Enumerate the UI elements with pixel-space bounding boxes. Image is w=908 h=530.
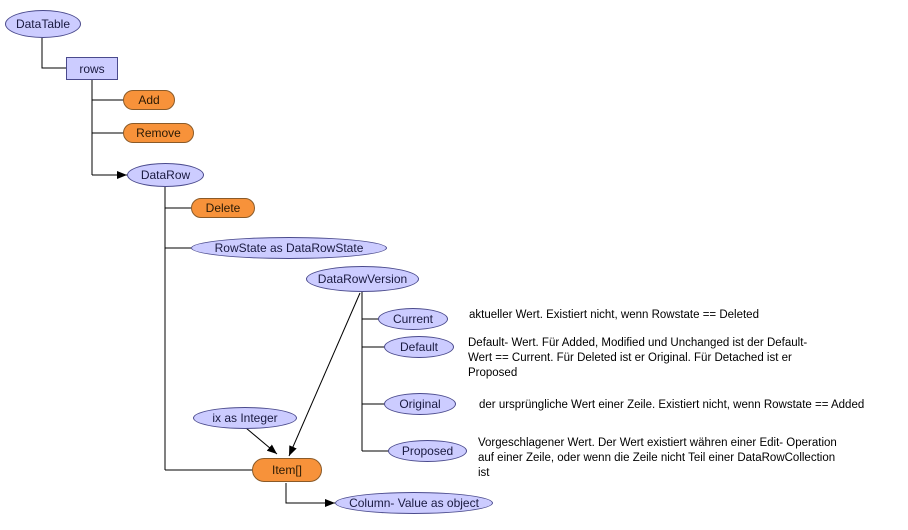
remove-method-node: Remove (123, 123, 194, 143)
delete-method-node: Delete (191, 198, 255, 218)
connector-version-to-item (288, 292, 361, 457)
datarow-node: DataRow (127, 163, 204, 187)
datatable-node: DataTable (5, 10, 81, 38)
original-node: Original (384, 393, 456, 415)
item-method-node: Item[] (252, 458, 322, 482)
rowstate-node: RowState as DataRowState (191, 237, 387, 259)
note-current: aktueller Wert. Existiert nicht, wenn Ro… (469, 309, 759, 321)
default-node: Default (384, 336, 454, 358)
column-value-node: Column- Value as object (335, 492, 493, 514)
current-node: Current (378, 308, 448, 330)
ix-node: ix as Integer (193, 407, 297, 429)
connector-ix-to-item (245, 427, 278, 455)
datarowversion-node: DataRowVersion (306, 266, 419, 292)
connector-datatable-rows (41, 38, 66, 69)
note-original: der ursprüngliche Wert einer Zeile. Exis… (479, 399, 865, 411)
proposed-node: Proposed (388, 440, 467, 462)
add-method-node: Add (123, 90, 175, 110)
note-proposed: Vorgeschlagener Wert. Der Wert existiert… (478, 437, 837, 479)
rows-node: rows (66, 57, 118, 80)
note-default: Default- Wert. Für Added, Modified und U… (468, 337, 808, 379)
connector-item-to-column (285, 483, 335, 507)
